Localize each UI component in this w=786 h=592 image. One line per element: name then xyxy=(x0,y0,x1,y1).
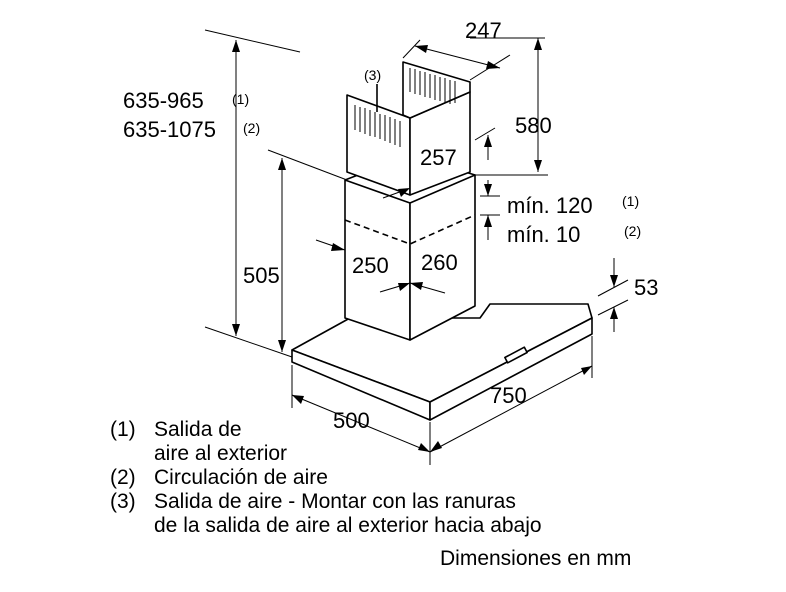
overlap-line xyxy=(344,214,476,245)
upper-chimney-depth-label: 257 xyxy=(420,145,457,170)
height-range-2-note: (2) xyxy=(243,120,260,136)
legend-item: (3) Salida de aire - Montar con las ranur… xyxy=(110,490,770,514)
upper-chimney-front xyxy=(346,94,411,196)
canopy-thickness-label: 53 xyxy=(634,275,658,300)
upper-chimney-height-label: 580 xyxy=(515,113,552,138)
legend-number: (3) xyxy=(110,490,136,513)
legend-text-continued: de la salida de aire al exterior hacia a… xyxy=(154,514,542,537)
upper-width-line xyxy=(414,45,501,69)
depth-line xyxy=(291,394,431,453)
control-panel xyxy=(504,346,528,364)
clearance-2-label: mín. 10 xyxy=(507,222,580,247)
legend-item: (1) Salida de xyxy=(110,418,770,442)
clearance-1-note: (1) xyxy=(622,193,639,209)
outlet-marker-label: (3) xyxy=(364,67,381,83)
lower-chimney-height-label: 505 xyxy=(243,263,280,288)
lower-chimney-side xyxy=(409,174,476,341)
height-range-1-label: 635-965 xyxy=(123,88,204,113)
upper-chimney-width-label: 247 xyxy=(465,18,502,43)
lower-chimney-depth-label: 260 xyxy=(421,250,458,275)
vent-slots-left xyxy=(354,105,401,147)
lower-chimney-width-label: 250 xyxy=(352,253,389,278)
legend-text: Salida de aire - Montar con las ranuras xyxy=(154,490,516,513)
legend-text-continued: aire al exterior xyxy=(154,442,288,465)
legend-text: Salida de xyxy=(154,418,242,441)
height-range-1-note: (1) xyxy=(232,91,249,107)
hood-width-label: 750 xyxy=(490,383,527,408)
legend-item: (2) Circulación de aire xyxy=(110,466,770,490)
legend-number: (2) xyxy=(110,466,136,489)
hood-depth-label: 500 xyxy=(333,408,370,433)
vent-slots-back xyxy=(409,68,456,104)
legend-text: Circulación de aire xyxy=(154,466,328,489)
units-note: Dimensiones en mm xyxy=(440,547,632,570)
legend-number: (1) xyxy=(110,418,136,441)
height-range-2-label: 635-1075 xyxy=(123,117,216,142)
width-line xyxy=(429,365,593,453)
clearance-1-label: mín. 120 xyxy=(507,193,593,218)
clearance-2-note: (2) xyxy=(624,223,641,239)
canopy-side xyxy=(429,317,593,421)
